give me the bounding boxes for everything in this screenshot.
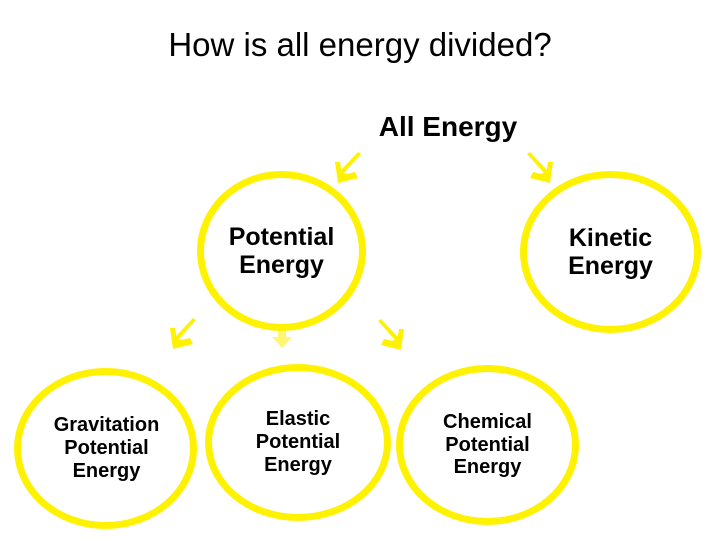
node-gravitational-potential-energy[interactable]: Gravitation Potential Energy	[14, 368, 197, 529]
node-kinetic-energy[interactable]: Kinetic Energy	[520, 171, 701, 333]
node-chemical-potential-energy[interactable]: Chemical Potential Energy	[396, 365, 579, 525]
arrow-down-right-icon	[523, 152, 557, 188]
diagram-root-label: All Energy	[378, 111, 518, 142]
node-label: Kinetic Energy	[568, 223, 653, 281]
node-label: Gravitation Potential Energy	[53, 414, 160, 482]
node-label: Elastic Potential Energy	[255, 408, 341, 476]
arrow-down-right-icon	[374, 319, 408, 355]
page-title: How is all energy divided?	[168, 26, 552, 63]
node-elastic-potential-energy[interactable]: Elastic Potential Energy	[205, 364, 391, 521]
arrow-down-icon	[271, 329, 293, 349]
arrow-down-left-icon	[166, 318, 200, 354]
node-label: Chemical Potential Energy	[443, 410, 532, 479]
arrow-down-left-icon	[331, 152, 365, 188]
node-potential-energy[interactable]: Potential Energy	[197, 171, 366, 331]
node-label: Potential Energy	[228, 222, 335, 280]
